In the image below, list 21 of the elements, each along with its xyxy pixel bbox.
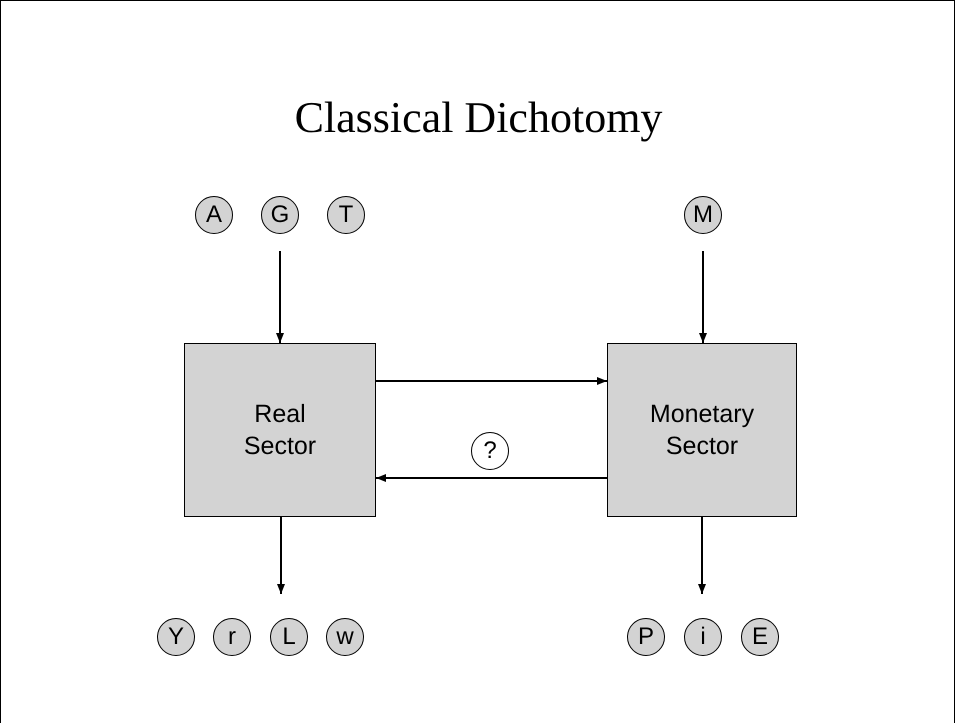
sector-box: Real Sector <box>184 343 376 517</box>
variable-circle: Y <box>157 618 195 656</box>
arrow <box>376 474 607 482</box>
variable-circle: ? <box>471 432 509 470</box>
variable-circle: M <box>684 196 722 234</box>
arrow <box>277 517 285 594</box>
variable-circle: r <box>213 618 251 656</box>
variable-circle: w <box>326 618 364 656</box>
variable-circle: P <box>627 618 665 656</box>
variable-circle: i <box>684 618 722 656</box>
arrow <box>376 377 607 385</box>
arrow <box>698 517 706 594</box>
variable-circle: G <box>261 196 299 234</box>
title: Classical Dichotomy <box>294 92 664 143</box>
sector-box: Monetary Sector <box>607 343 797 517</box>
arrow <box>276 251 284 343</box>
variable-circle: L <box>270 618 308 656</box>
variable-circle: T <box>327 196 365 234</box>
arrow <box>699 251 707 343</box>
variable-circle: A <box>195 196 233 234</box>
variable-circle: E <box>741 618 779 656</box>
